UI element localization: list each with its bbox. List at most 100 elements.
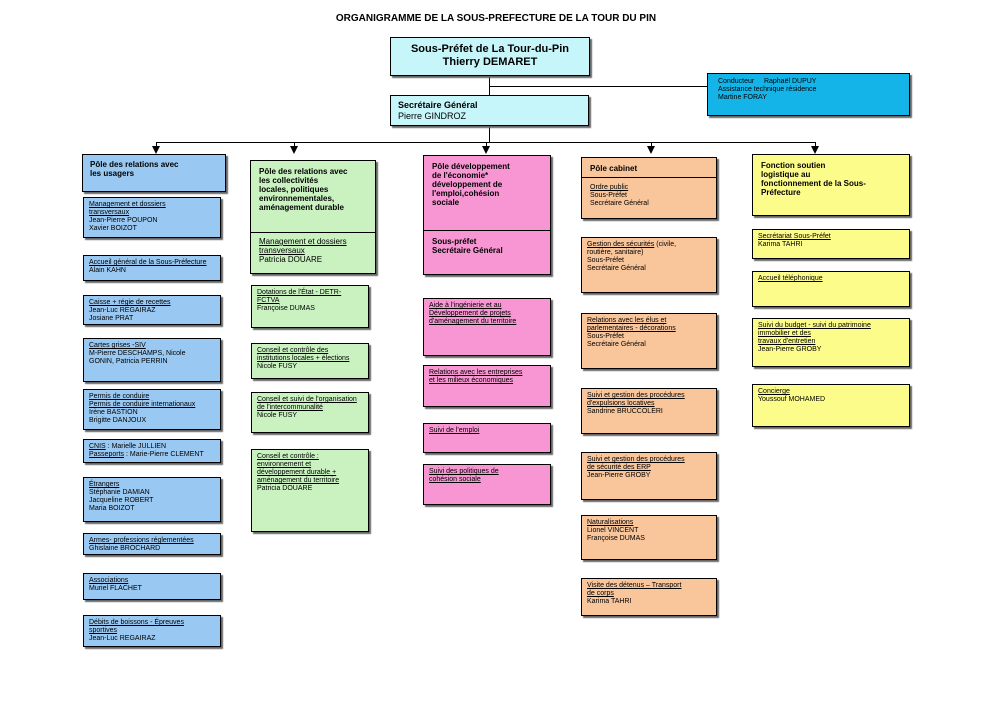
box-heading: Concierge xyxy=(758,388,790,395)
chart-title: ORGANIGRAMME DE LA SOUS-PREFECTURE DE LA… xyxy=(335,13,657,24)
box-heading: FCTVA xyxy=(257,297,280,304)
box-heading: de sécurité des ERP xyxy=(587,464,651,471)
box-text: Jean-Pierre GROBY xyxy=(758,346,822,353)
pole-header-line: les collectivités xyxy=(259,176,319,185)
box-heading: Débits de boissons - Épreuves xyxy=(89,619,184,626)
box-text: Jean-Luc REGAIRAZ xyxy=(89,635,156,642)
box-heading-line: Gestion des sécurités (civile, xyxy=(587,241,711,249)
box-text: Patricia DOUARE xyxy=(259,255,323,264)
box-heading: Associations xyxy=(89,577,129,584)
box-line: Passeports : Marie-Pierre CLEMENT xyxy=(89,451,215,459)
pole-header-line: Secrétaire Général xyxy=(432,246,503,255)
box-text: Sous-Préfet xyxy=(587,257,624,264)
box-heading: Conseil et contrôle des xyxy=(257,347,329,354)
assistance-name: Martine FORAY xyxy=(718,94,767,101)
pole-header-line: de l'économie* xyxy=(432,171,489,180)
box-heading: Relations avec les entreprises xyxy=(429,369,523,376)
box-heading: Permis de conduire xyxy=(89,393,150,400)
box-heading-extra: (civile, xyxy=(654,241,677,248)
box-text: Jacqueline ROBERT xyxy=(89,497,154,504)
box-heading: Suivi des politiques de xyxy=(429,468,499,475)
pole-header-line: Pôle cabinet xyxy=(590,164,638,173)
box-heading: Accueil téléphonique xyxy=(758,275,823,282)
box-text: Irène BASTION xyxy=(89,409,138,416)
box-text: Secrétaire Général xyxy=(587,265,646,272)
box-heading: Accueil général de la Sous-Préfecture xyxy=(89,259,207,266)
pole-header-line: développement de xyxy=(432,180,503,189)
box-text: Ghislaine BROCHARD xyxy=(89,545,161,552)
box-heading: Visite des détenus – Transport xyxy=(587,582,682,589)
pole-header-line: sociale xyxy=(432,198,460,207)
box-heading: Armes- professions réglementées xyxy=(89,537,194,544)
cnis-label: CNIS xyxy=(89,443,106,450)
pole-header-line: environnementales, xyxy=(259,194,335,203)
box-text: M-Pierre DESCHAMPS, Nicole xyxy=(89,350,186,357)
box-heading: Conseil et contrôle : xyxy=(257,453,319,460)
divider xyxy=(251,232,375,233)
box-text: Françoise DUMAS xyxy=(257,305,315,312)
assistance-role: Assistance technique résidence xyxy=(718,86,817,93)
box-text: Secrétaire Général xyxy=(587,341,646,348)
box-heading: et les milieux économiques xyxy=(429,377,514,384)
box-heading: Suivi du budget - suivi du patrimoine xyxy=(758,322,871,329)
pole-header-line: les usagers xyxy=(90,169,135,178)
service-box: Suivi de l'emploi xyxy=(423,423,551,453)
sg-title: Secrétaire Général xyxy=(398,100,478,110)
connector-line xyxy=(486,142,487,146)
box-heading: immobilier et des xyxy=(758,330,811,337)
box-text: Karima TAHRI xyxy=(587,598,632,605)
pole-header-line: aménagement durable xyxy=(259,203,344,212)
pole-header-line: Fonction soutien xyxy=(761,161,826,170)
arrow-down-icon xyxy=(482,146,490,154)
box-heading: Étrangers xyxy=(89,481,120,488)
box-text: Sandrine BRUCCOLERI xyxy=(587,408,663,415)
box-heading: Secrétariat Sous-Préfet xyxy=(758,233,831,240)
prefet-box: Sous-Préfet de La Tour-du-Pin Thierry DE… xyxy=(390,37,590,76)
connector-line xyxy=(294,142,295,146)
box-heading: Aide à l'ingénierie et au xyxy=(429,302,502,309)
box-heading: Management et dossiers xyxy=(259,237,347,246)
box-text: Jean-Luc REGAIRAZ xyxy=(89,307,156,314)
box-heading: Caisse + régie de recettes xyxy=(89,299,171,306)
box-text: GONIN, Patricia PERRIN xyxy=(89,358,168,365)
box-text: Maria BOIZOT xyxy=(89,505,135,512)
service-box: Gestion des sécurités (civile,routière, … xyxy=(581,237,717,293)
pole-header-line: logistique au xyxy=(761,170,811,179)
prefet-name: Thierry DEMARET xyxy=(442,56,538,68)
conducteur-name: Raphaël DUPUY xyxy=(763,78,817,85)
box-text: Jean-Pierre POUPON xyxy=(89,217,158,224)
passeports-label: Passeports xyxy=(89,451,125,458)
pole-header-line: Pôle des relations avec xyxy=(259,167,348,176)
box-text: Muriel FLACHET xyxy=(89,585,142,592)
box-heading: Dotations de l'État - DETR- xyxy=(257,289,342,296)
box-text: Nicole FUSY xyxy=(257,363,298,370)
box-heading: de l'intercommunalité xyxy=(257,404,323,411)
arrow-down-icon xyxy=(647,146,655,154)
pole-header-line: Sous-préfet xyxy=(432,237,477,246)
box-heading: Conseil et suivi de l'organisation xyxy=(257,396,357,403)
box-text: Stéphanie DAMIAN xyxy=(89,489,150,496)
box-heading: Permis de conduire internationaux xyxy=(89,401,196,408)
connector-line xyxy=(489,126,490,142)
box-text: Josiane PRAT xyxy=(89,315,134,322)
box-text: Françoise DUMAS xyxy=(587,535,645,542)
